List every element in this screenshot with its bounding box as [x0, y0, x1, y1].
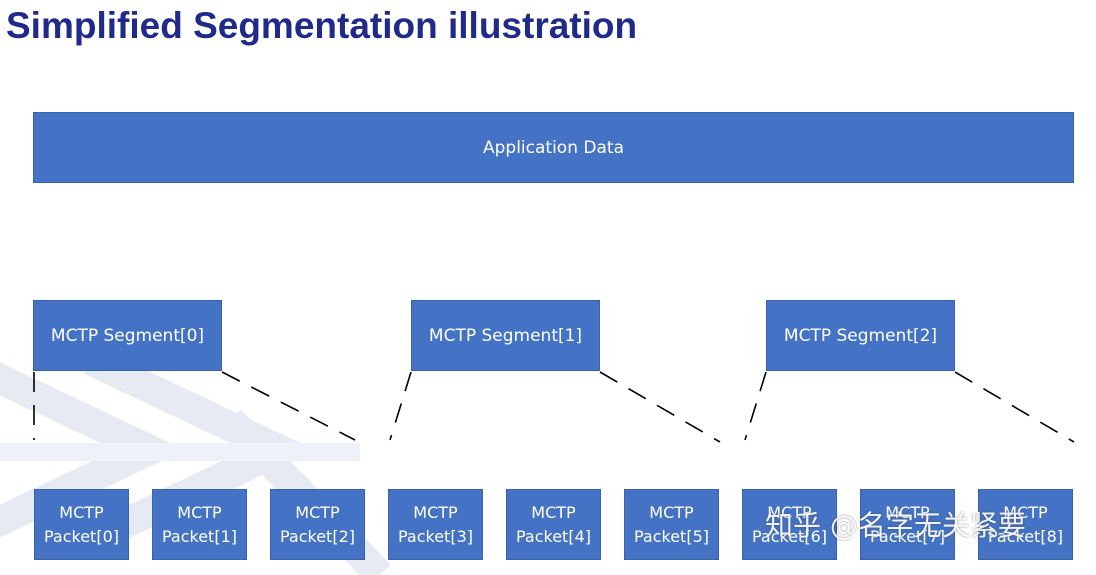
packet-line2: Packet[2]: [279, 526, 355, 546]
packet-line2: Packet[4]: [515, 526, 591, 546]
connector-line: [954, 371, 1075, 443]
packet-box-2: MCTP Packet[2]: [270, 489, 365, 560]
segment-label: MCTP Segment[1]: [428, 325, 583, 346]
packet-line1: MCTP: [767, 502, 812, 522]
packet-box-5: MCTP Packet[5]: [624, 489, 719, 560]
packet-line1: MCTP: [885, 502, 930, 522]
application-data-box: Application Data: [33, 112, 1074, 183]
packet-line1: MCTP: [649, 502, 694, 522]
packet-box-3: MCTP Packet[3]: [388, 489, 483, 560]
packet-box-0: MCTP Packet[0]: [34, 489, 129, 560]
segment-box-1: MCTP Segment[1]: [411, 300, 600, 371]
packet-line2: Packet[1]: [161, 526, 237, 546]
packet-line1: MCTP: [295, 502, 340, 522]
packet-box-6: MCTP Packet[6]: [742, 489, 837, 560]
packet-line2: Packet[3]: [397, 526, 473, 546]
packet-line1: MCTP: [531, 502, 576, 522]
packet-line2: Packet[7]: [869, 526, 945, 546]
segment-box-0: MCTP Segment[0]: [33, 300, 222, 371]
segment-label: MCTP Segment[2]: [783, 325, 938, 346]
application-data-label: Application Data: [483, 137, 624, 158]
packet-line1: MCTP: [413, 502, 458, 522]
packet-line2: Packet[5]: [633, 526, 709, 546]
connector-line: [599, 371, 721, 443]
page-title: Simplified Segmentation illustration: [6, 5, 638, 46]
packet-box-1: MCTP Packet[1]: [152, 489, 247, 560]
packet-line1: MCTP: [177, 502, 222, 522]
connector-line: [389, 371, 412, 441]
packet-box-7: MCTP Packet[7]: [860, 489, 955, 560]
packet-line1: MCTP: [59, 502, 104, 522]
connector-line: [744, 371, 767, 441]
packet-line1: MCTP: [1003, 502, 1048, 522]
segment-label: MCTP Segment[0]: [50, 325, 205, 346]
packet-line2: Packet[6]: [751, 526, 827, 546]
packet-box-8: MCTP Packet[8]: [978, 489, 1073, 560]
packet-line2: Packet[8]: [987, 526, 1063, 546]
connector-line: [221, 371, 356, 441]
segment-box-2: MCTP Segment[2]: [766, 300, 955, 371]
packet-box-4: MCTP Packet[4]: [506, 489, 601, 560]
packet-line2: Packet[0]: [43, 526, 119, 546]
